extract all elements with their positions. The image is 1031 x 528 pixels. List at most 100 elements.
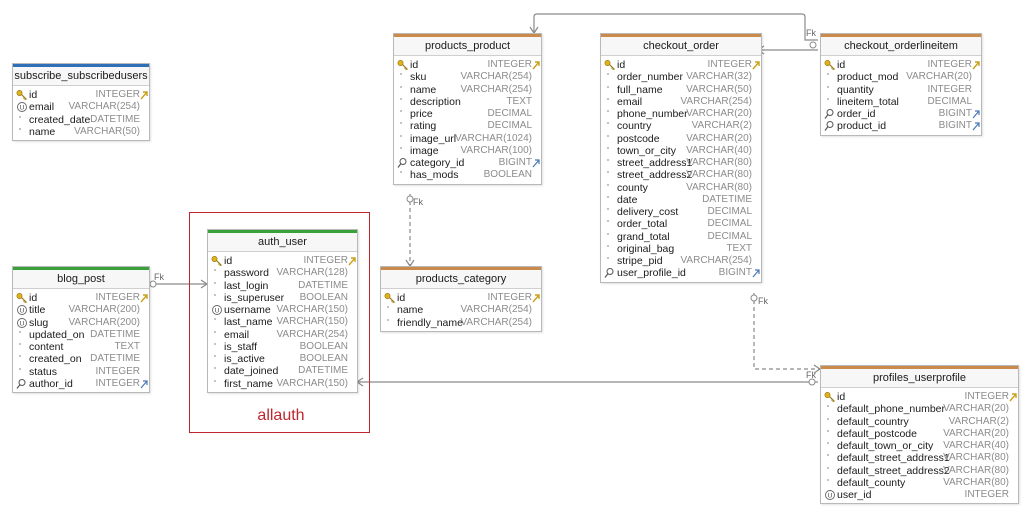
column-name: last_name xyxy=(224,316,273,329)
column-name: category_id xyxy=(410,157,465,169)
table-title[interactable]: checkout_orderlineitem xyxy=(821,34,981,56)
column-name: id xyxy=(837,391,846,403)
column-type: VARCHAR(254) xyxy=(68,101,141,113)
column-dot-icon xyxy=(384,304,396,316)
table-title[interactable]: blog_post xyxy=(13,267,149,289)
column-type: INTEGER xyxy=(487,59,532,70)
primary-key-marker-icon xyxy=(1009,392,1017,402)
column-dot-icon xyxy=(397,145,409,157)
column-dot-icon xyxy=(604,218,616,230)
table-title[interactable]: products_category xyxy=(381,267,541,289)
table-title[interactable]: subscribe_subscribedusers xyxy=(13,64,149,86)
foreign-key-icon xyxy=(16,378,28,390)
table-title[interactable]: checkout_order xyxy=(601,34,761,56)
table-title[interactable]: auth_user xyxy=(208,230,357,252)
column-name: user_id xyxy=(837,489,872,501)
column-type: VARCHAR(80) xyxy=(686,169,752,181)
primary-key-marker-icon xyxy=(140,90,148,100)
table-title[interactable]: products_product xyxy=(394,34,541,56)
column-name: quantity xyxy=(837,83,874,96)
table-title[interactable]: profiles_userprofile xyxy=(821,366,1018,388)
column-name: default_town_or_city xyxy=(837,440,934,452)
